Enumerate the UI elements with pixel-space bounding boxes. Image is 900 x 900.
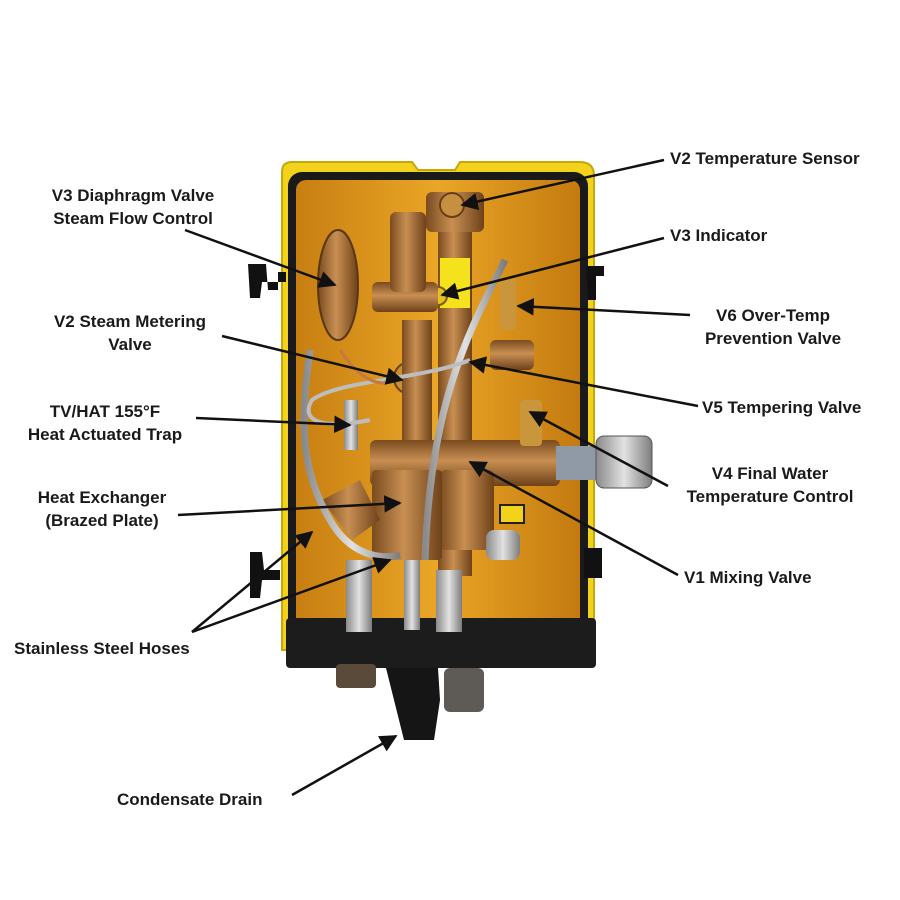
braided-hose-2	[421, 258, 509, 561]
outlet-pipe-gray	[556, 446, 596, 480]
label-heat-exchanger: Heat Exchanger (Brazed Plate)	[37, 488, 167, 530]
label-v4-final-water-control: V4 Final Water Temperature Control	[686, 464, 854, 506]
v2-metering-body	[402, 320, 432, 440]
latch-upper-right	[586, 266, 604, 300]
label-v5-tempering-valve: V5 Tempering Valve	[702, 398, 862, 417]
v2-sensor-cap	[439, 192, 465, 218]
latch-lower-left	[250, 552, 280, 598]
leader-v1-mixing	[468, 460, 679, 577]
leader-v3-diaphragm	[184, 228, 337, 288]
leader-v3-indicator	[440, 236, 665, 300]
label-v3-diaphragm-valve: V3 Diaphragm Valve Steam Flow Control	[51, 186, 215, 228]
label-tv-hat-trap: TV/HAT 155°F Heat Actuated Trap	[27, 402, 183, 444]
plumbing	[300, 192, 653, 740]
elbow-right	[486, 530, 520, 560]
leader-v4-final	[528, 410, 669, 488]
v3-upper-body	[390, 212, 426, 292]
label-v2-temperature-sensor: V2 Temperature Sensor	[670, 149, 860, 168]
leader-heat-exchanger	[177, 495, 402, 517]
leader-tv-hat	[195, 415, 352, 434]
label-condensate-drain: Condensate Drain	[117, 790, 263, 809]
leader-v2-metering	[221, 334, 404, 385]
leader-lines	[177, 158, 699, 797]
v5-tempering-body	[490, 340, 534, 370]
latch-lower-right	[584, 548, 602, 578]
label-stainless-steel-hoses: Stainless Steel Hoses	[14, 639, 190, 658]
v1-mixing-body	[440, 470, 494, 550]
leader-condensate	[291, 734, 398, 797]
leader-hose-2	[191, 557, 392, 634]
leader-v2-temp-sensor	[460, 158, 665, 211]
leader-hose-1	[191, 530, 314, 633]
bottom-fitting-right	[444, 668, 484, 712]
v4-final-control	[520, 400, 542, 446]
leader-v6-over-temp	[516, 298, 691, 317]
label-v2-steam-metering: V2 Steam Metering Valve	[53, 312, 207, 354]
label-v6-over-temp-valve: V6 Over-Temp Prevention Valve	[704, 306, 842, 348]
latch-upper-left	[248, 264, 286, 298]
braided-hose-1	[300, 349, 401, 561]
strainer-y	[322, 480, 380, 540]
label-v1-mixing-valve: V1 Mixing Valve	[684, 568, 812, 587]
label-v3-indicator: V3 Indicator	[670, 226, 768, 245]
v3-diaphragm-body	[317, 229, 359, 341]
condensate-drain-body	[386, 668, 440, 740]
v4-yellow-cap	[499, 504, 525, 524]
steel-pipe-right	[436, 570, 462, 632]
bottom-fitting-left	[336, 664, 376, 688]
v6-over-temp-valve	[500, 278, 516, 330]
leader-v5-tempering	[468, 356, 699, 408]
steel-pipe-center	[404, 560, 420, 630]
